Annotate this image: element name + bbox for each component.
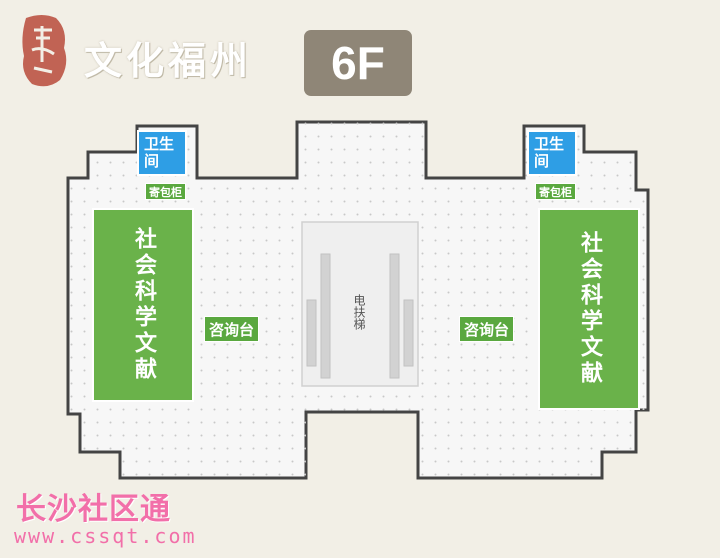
escalator-rail-right-inner [403, 299, 414, 367]
info-desk-right: 咨询台 [459, 316, 515, 342]
info-desk-left: 咨询台 [204, 316, 260, 342]
escalator-rail-right-outer [389, 253, 400, 379]
locker-right: 寄包柜 [535, 183, 576, 200]
restroom-left: 卫生间 [137, 130, 187, 176]
escalator-label: 电扶梯 [352, 294, 366, 330]
watermark-url: www.cssqt.com [14, 524, 197, 548]
page-title: 文化福州 [84, 39, 253, 83]
escalator-rail-left-inner [306, 299, 317, 367]
escalator-rail-left-outer [320, 253, 331, 379]
watermark-title: 长沙社区通 [16, 492, 171, 527]
section-social-science-right: 社会科学文献 [538, 208, 640, 410]
floor-badge: 6F [304, 30, 412, 96]
seal-logo-icon [22, 15, 67, 87]
section-social-science-left: 社会科学文献 [92, 208, 194, 402]
restroom-right: 卫生间 [527, 130, 577, 176]
locker-left: 寄包柜 [145, 183, 186, 200]
